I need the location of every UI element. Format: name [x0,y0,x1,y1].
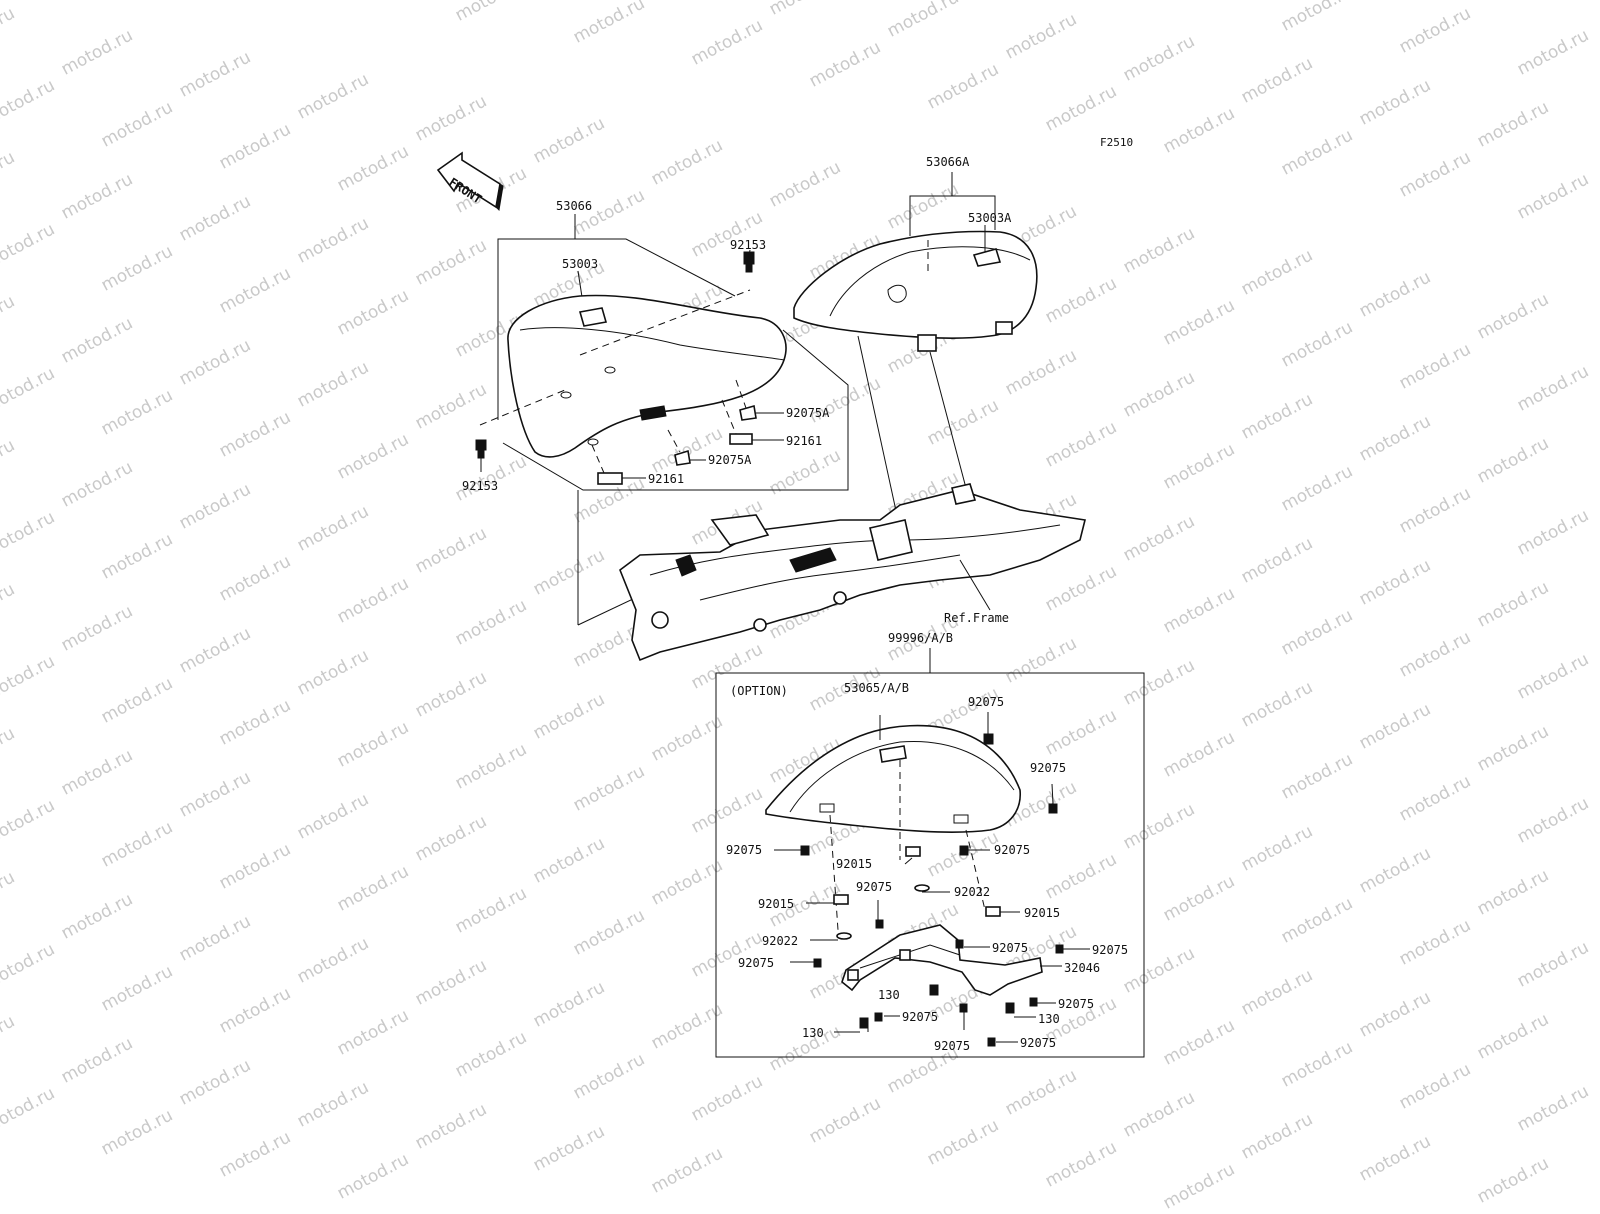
clip-92161-upper-icon [721,399,753,445]
label-92153-left: 92153 [462,479,499,493]
label-92015-left: 92015 [758,897,795,911]
bolt-92153-left-icon [475,439,487,459]
label-92075-left: 92075 [726,843,763,857]
clip-92161-lower-icon [591,444,623,485]
callout-leaders [480,249,784,479]
option-group-box [715,648,1145,1058]
label-92075-bottom-left: 92075 [934,1039,971,1053]
label-130-right: 130 [1038,1012,1060,1026]
label-53003: 53003 [562,257,599,271]
label-92075a-upper: 92075A [786,406,830,420]
damper-92075a-upper-icon [735,379,757,421]
label-92022-left: 92022 [762,934,799,948]
label-92161-lower: 92161 [648,472,685,486]
label-53003a: 53003A [968,211,1012,225]
bracket-32046-drawing [841,924,1043,996]
label-53066a: 53066A [926,155,970,169]
label-92015-center: 92015 [836,857,873,871]
label-92075a-lower: 92075A [708,453,752,467]
option-callout-leaders [774,712,1090,1043]
label-130-center: 130 [878,988,900,1002]
label-ref-frame: Ref.Frame [944,611,1010,625]
frame-drawing [619,483,1086,662]
label-32046: 32046 [1064,961,1101,975]
label-92075-center: 92075 [856,880,893,894]
label-92075-top: 92075 [968,695,1005,709]
pillion-seat-drawing [793,230,1038,352]
label-92015-right: 92015 [1024,906,1061,920]
figure-code: F2510 [1100,136,1134,149]
label-53066: 53066 [556,199,593,213]
option-label: (OPTION) [730,684,788,698]
label-92075-bracket-left: 92075 [738,956,775,970]
label-92075-mid-right: 92075 [994,843,1031,857]
label-92075-lower-center: 92075 [902,1010,939,1024]
damper-92075a-lower-icon [667,429,691,466]
pillion-group-leaders [857,172,996,521]
label-92075-far-right: 92075 [1092,943,1129,957]
rider-seat-drawing [479,289,787,458]
label-130-left: 130 [802,1026,824,1040]
label-92075-bottom-right: 92075 [1020,1036,1057,1050]
label-92075-right: 92075 [1030,761,1067,775]
label-92075-bracket-mid: 92075 [992,941,1029,955]
label-92161-upper: 92161 [786,434,823,448]
label-99996: 99996/A/B [888,631,954,645]
front-arrow-icon [436,151,504,212]
label-53065: 53065/A/B [844,681,910,695]
label-92022-right: 92022 [954,885,991,899]
label-92153-right: 92153 [730,238,767,252]
seat-cowl-drawing [765,724,1021,931]
label-92075-lower-right: 92075 [1058,997,1095,1011]
